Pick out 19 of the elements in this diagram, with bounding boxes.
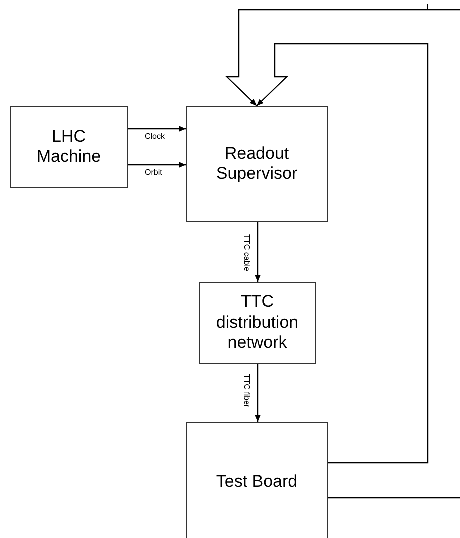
node-label: TTC distribution network	[215, 292, 300, 354]
node-label: Readout Supervisor	[215, 144, 299, 184]
node-label: Test Board	[216, 472, 298, 493]
hollow-arrow-side	[226, 9, 460, 106]
line	[328, 497, 460, 499]
process-box	[186, 422, 328, 538]
edge-label: TTC cable	[242, 234, 250, 271]
node-label: LHC Machine	[36, 126, 102, 168]
edge-label: TTC fiber	[242, 374, 250, 408]
edge-label: Orbit	[145, 169, 162, 177]
hollow-arrow-side	[256, 43, 429, 464]
process-box	[10, 106, 128, 188]
arrow	[255, 364, 261, 422]
arrow	[255, 222, 261, 282]
arrow	[128, 126, 186, 132]
edge-label: Clock	[145, 133, 166, 141]
process-box	[199, 282, 316, 364]
process-box	[186, 106, 328, 222]
arrow	[128, 162, 186, 168]
